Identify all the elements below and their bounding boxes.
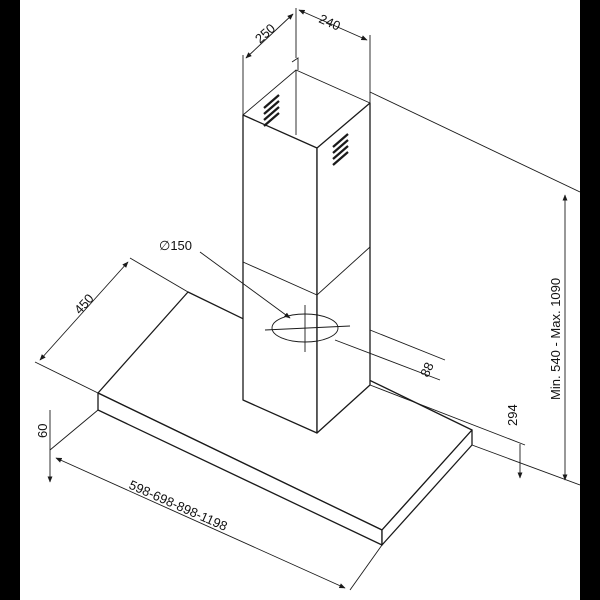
chimney-top-edge xyxy=(242,69,371,116)
dim-line-450 xyxy=(39,261,129,361)
chimney-front-face xyxy=(242,114,318,434)
chimney-side-face xyxy=(316,102,371,434)
diameter-leader xyxy=(199,251,291,319)
label-chimney-offset: 294 xyxy=(505,404,520,426)
label-duct-offset: 88 xyxy=(417,360,437,379)
dim-line-250 xyxy=(245,13,294,59)
vent-slots-left xyxy=(263,94,280,127)
vent-slots-right xyxy=(332,133,349,166)
chimney-bracket xyxy=(291,57,299,70)
label-chimney-depth: 250 xyxy=(252,21,278,47)
chimney xyxy=(242,57,371,434)
chimney-section-line xyxy=(242,246,371,296)
dimension-lines xyxy=(34,8,580,591)
label-height-range: Min. 540 - Max. 1090 xyxy=(548,278,563,400)
label-chimney-width: 240 xyxy=(317,11,343,34)
dim-line-240 xyxy=(298,9,368,41)
label-hood-widths: 598-698-898-1198 xyxy=(127,477,230,534)
duct-centre-h xyxy=(264,325,351,331)
label-hood-depth: 450 xyxy=(71,291,97,317)
label-duct-diameter: ∅150 xyxy=(159,238,192,253)
cooker-hood-drawing: 250 240 ∅150 450 60 598-698-898-1198 88 … xyxy=(34,8,580,591)
label-panel-thickness: 60 xyxy=(35,424,50,438)
diagram-canvas: 250 240 ∅150 450 60 598-698-898-1198 88 … xyxy=(20,0,580,600)
dim-line-width xyxy=(55,457,346,589)
